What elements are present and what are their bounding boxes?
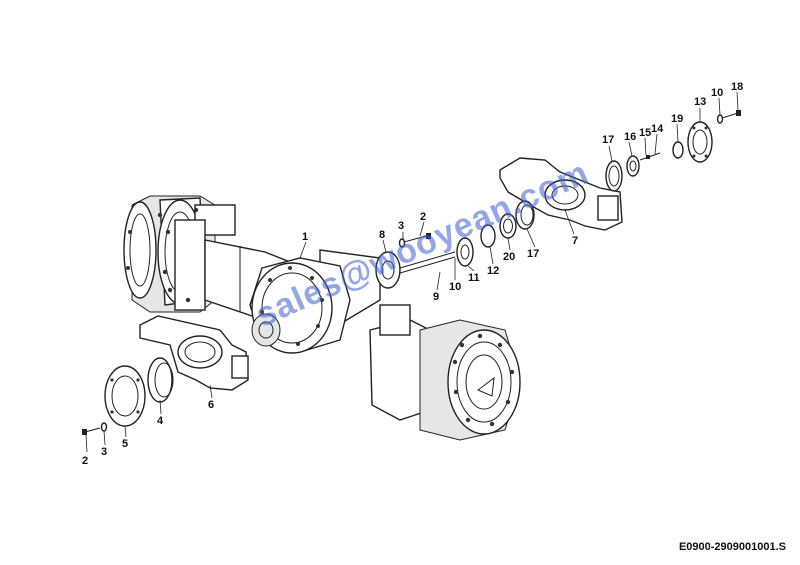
right-hub-bolts bbox=[452, 333, 515, 427]
callout-11: 11 bbox=[468, 272, 480, 284]
left-cover-flange bbox=[104, 365, 146, 427]
drawing-code: E0900-2909001001.S bbox=[678, 541, 786, 553]
callout-17: 17 bbox=[527, 248, 539, 260]
callout-15: 15 bbox=[639, 127, 651, 139]
right-mounting-bracket bbox=[499, 157, 623, 231]
callout-18: 18 bbox=[731, 81, 743, 93]
callout-17-top: 17 bbox=[602, 134, 614, 146]
callout-1: 1 bbox=[302, 231, 308, 243]
center-bolt-2-3 bbox=[398, 233, 431, 248]
callout-19: 19 bbox=[671, 113, 683, 125]
bearing-16 bbox=[626, 155, 640, 177]
leader-lines bbox=[85, 91, 739, 453]
o-ring-19 bbox=[672, 141, 684, 159]
output-flange-8 bbox=[375, 251, 401, 289]
callout-3: 3 bbox=[398, 220, 404, 232]
bolt-18-10 bbox=[716, 110, 741, 124]
o-ring-12 bbox=[480, 224, 496, 248]
left-mounting-bracket bbox=[139, 315, 249, 391]
right-hub-assembly bbox=[369, 304, 521, 441]
callout-13: 13 bbox=[694, 96, 706, 108]
callout-12: 12 bbox=[487, 265, 499, 277]
left-seal-ring bbox=[147, 357, 174, 403]
callout-7: 7 bbox=[572, 235, 578, 247]
differential-housing bbox=[249, 257, 351, 354]
seal-11 bbox=[456, 237, 474, 267]
seal-ring-17a bbox=[515, 200, 535, 230]
left-hub-bolts bbox=[126, 207, 199, 303]
callout-10: 10 bbox=[449, 281, 461, 293]
bearing-20 bbox=[499, 213, 517, 239]
warning-triangle-icon bbox=[477, 376, 495, 397]
left-bolt bbox=[82, 422, 108, 435]
callout-6: 6 bbox=[208, 399, 214, 411]
callout-5: 5 bbox=[122, 438, 128, 450]
callout-2-left: 2 bbox=[82, 455, 88, 467]
callout-labels: 1 2 3 8 9 10 11 12 20 17 7 17 16 15 14 1… bbox=[82, 81, 743, 467]
callout-20: 20 bbox=[503, 251, 515, 263]
cover-flange-13 bbox=[687, 121, 713, 163]
callout-4: 4 bbox=[157, 415, 164, 427]
left-hub-assembly bbox=[123, 195, 236, 313]
callout-9: 9 bbox=[433, 291, 439, 303]
callout-3-left: 3 bbox=[101, 446, 107, 458]
callout-2: 2 bbox=[420, 211, 426, 223]
callout-14: 14 bbox=[651, 123, 664, 135]
shaft-line bbox=[399, 251, 456, 274]
callout-10-top: 10 bbox=[711, 87, 723, 99]
callout-16: 16 bbox=[624, 131, 636, 143]
seal-ring-17b bbox=[605, 160, 623, 192]
spacer-15-14 bbox=[639, 152, 661, 161]
callout-8: 8 bbox=[379, 229, 385, 241]
